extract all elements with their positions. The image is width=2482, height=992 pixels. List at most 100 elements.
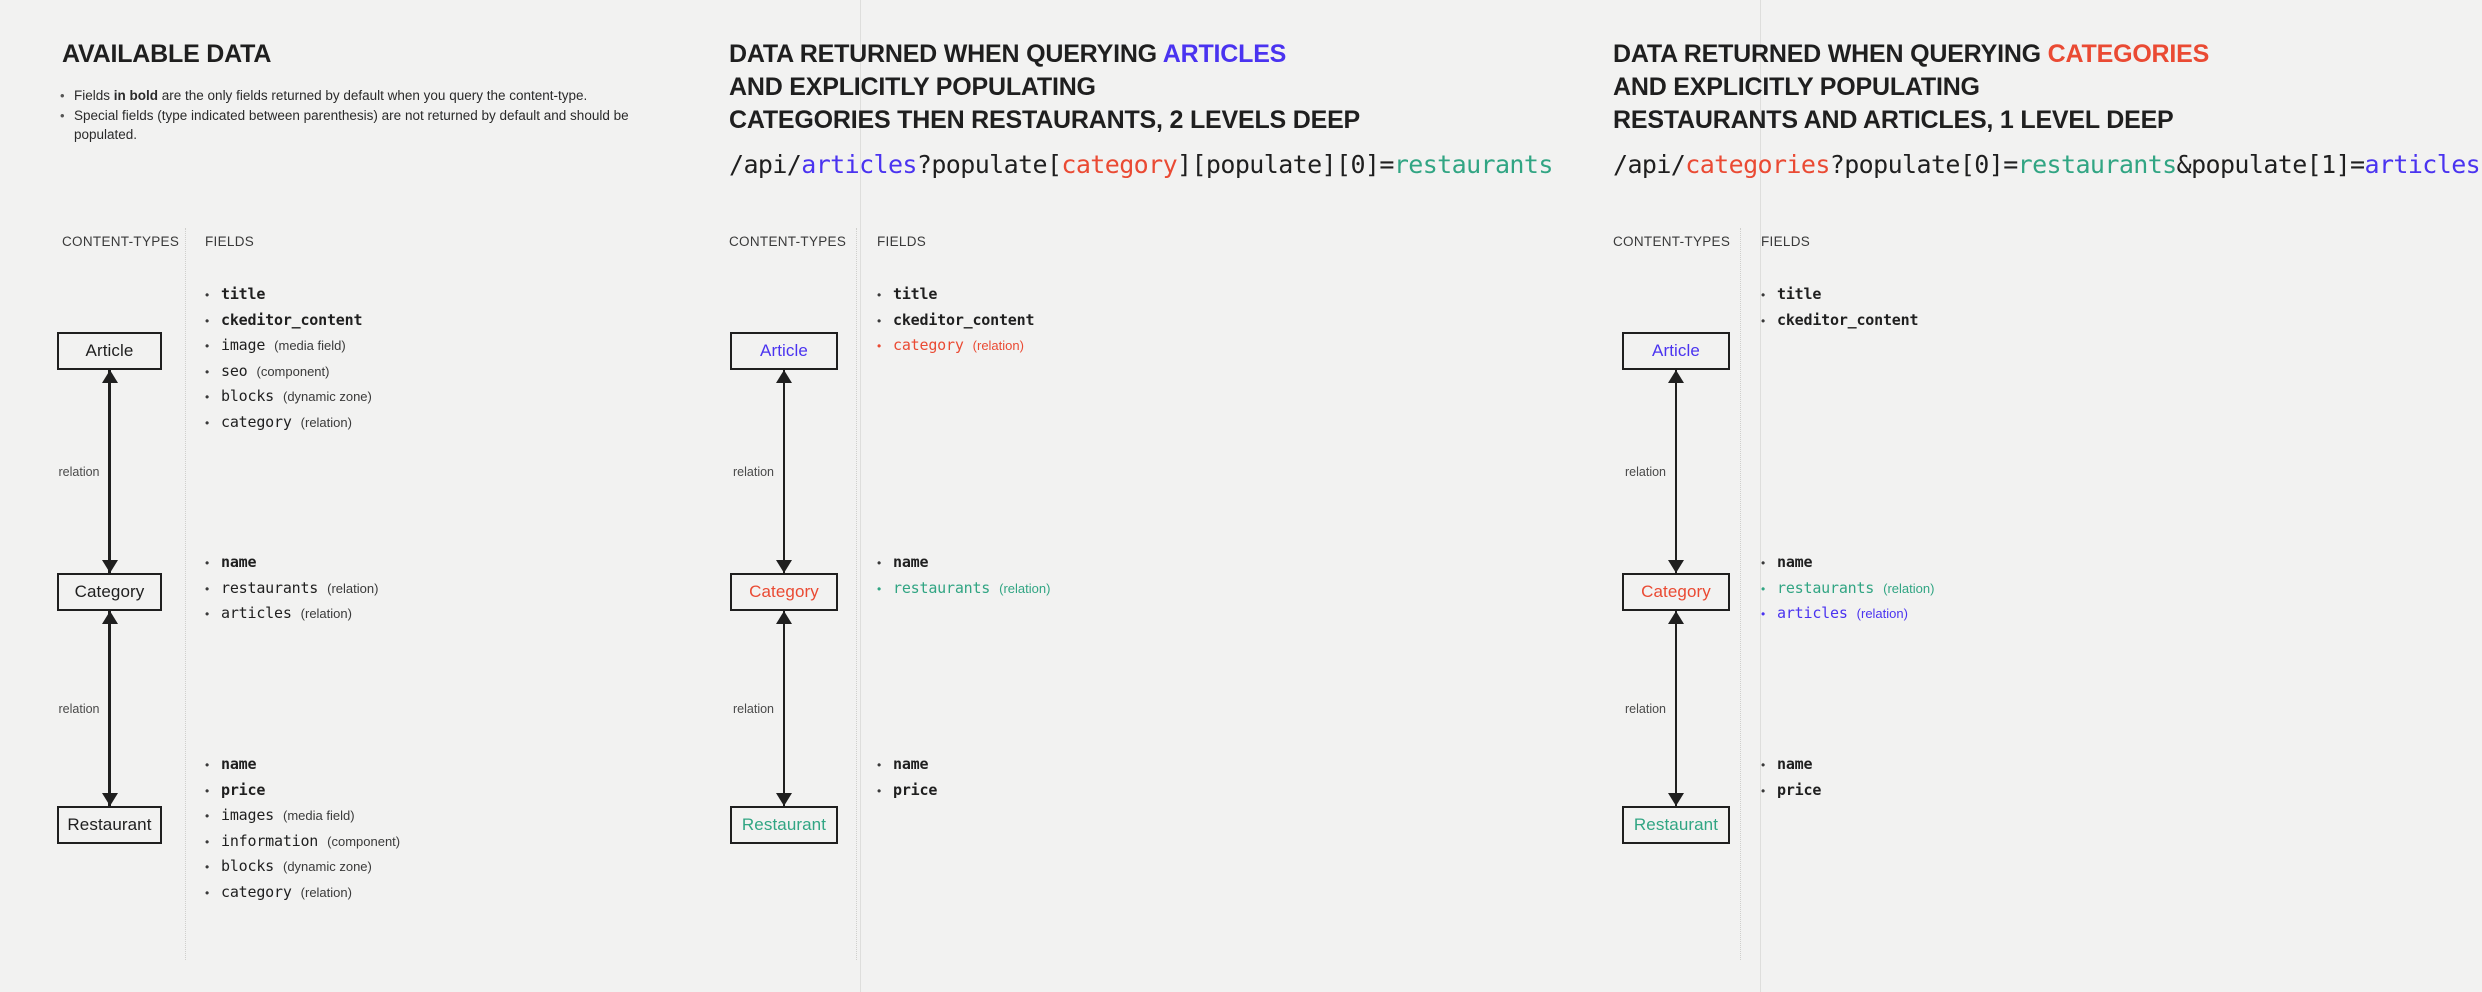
content-type-box-category[interactable]: Category bbox=[57, 573, 162, 611]
field-name: title bbox=[893, 285, 938, 303]
field-row: • price bbox=[877, 781, 937, 807]
field-name: category bbox=[893, 336, 964, 354]
arrow-shaft bbox=[782, 611, 786, 806]
field-row: •category(relation) bbox=[877, 336, 1034, 362]
content-type-box-article[interactable]: Article bbox=[57, 332, 162, 370]
field-type: (component) bbox=[327, 833, 401, 849]
bullet-icon: • bbox=[877, 783, 882, 798]
relation-arrow-1 bbox=[1656, 611, 1696, 806]
bullet-icon: • bbox=[877, 313, 882, 328]
bullet-icon: • bbox=[1761, 581, 1766, 596]
content-type-box-category[interactable]: Category bbox=[730, 573, 838, 611]
panel-query-categories bbox=[1760, 0, 2482, 992]
field-type: (component) bbox=[256, 363, 330, 379]
field-group-1: •name•restaurants(relation)•articles(rel… bbox=[1761, 553, 1934, 630]
field-group-1: •name•restaurants(relation) bbox=[877, 553, 1050, 604]
field-row: •seo(component) bbox=[205, 362, 372, 388]
field-name: price bbox=[893, 780, 938, 799]
api-url-segment: restaurants bbox=[1393, 150, 1554, 179]
field-row: •information(component) bbox=[205, 832, 400, 858]
arrow-shaft bbox=[782, 370, 786, 573]
field-name: price bbox=[1777, 780, 1822, 799]
content-type-box-article[interactable]: Article bbox=[730, 332, 838, 370]
field-name: name bbox=[1777, 755, 1813, 773]
field-name: title bbox=[221, 285, 266, 303]
field-row: • title bbox=[205, 285, 372, 311]
field-row: •restaurants(relation) bbox=[1761, 579, 1934, 605]
bullet-icon: • bbox=[1761, 758, 1766, 772]
api-url-2: /api/categories?populate[0]=restaurants&… bbox=[1613, 150, 2481, 179]
bullet-icon: • bbox=[205, 860, 210, 874]
relation-arrow-1 bbox=[90, 611, 130, 806]
field-name: restaurants bbox=[221, 578, 319, 597]
relation-arrow-label: relation bbox=[1625, 464, 1666, 479]
field-name: seo bbox=[221, 361, 248, 380]
api-url-segment: categories bbox=[1685, 150, 1830, 179]
fields-column-divider bbox=[856, 228, 858, 960]
field-group-0: •title•ckeditor_content bbox=[1761, 285, 1918, 336]
field-type: (dynamic zone) bbox=[283, 859, 372, 874]
api-url-segment: /api/ bbox=[729, 150, 802, 179]
field-type: (media field) bbox=[274, 338, 346, 353]
field-group-2: •name•price bbox=[1761, 755, 1821, 806]
arrow-head-down-icon bbox=[776, 793, 792, 806]
field-type: (relation) bbox=[300, 606, 352, 621]
field-row: •title bbox=[877, 285, 1034, 311]
relation-arrow-label: relation bbox=[1625, 701, 1666, 716]
fields-column-divider bbox=[1740, 228, 1742, 960]
field-name: ckeditor_content bbox=[1777, 310, 1919, 329]
fields-column-divider bbox=[185, 228, 187, 960]
field-row: •category(relation) bbox=[205, 883, 400, 909]
arrow-head-up-icon bbox=[101, 611, 118, 624]
field-type: (relation) bbox=[1856, 606, 1908, 621]
content-type-box-restaurant[interactable]: Restaurant bbox=[57, 806, 162, 844]
field-name: category bbox=[221, 882, 292, 901]
panel-title-line: DATA RETURNED WHEN QUERYING ARTICLES bbox=[729, 40, 1287, 68]
bullet-icon: • bbox=[205, 885, 210, 900]
field-row: •images(media field) bbox=[205, 806, 400, 832]
bullet-icon: • bbox=[60, 88, 65, 103]
content-type-box-article[interactable]: Article bbox=[1622, 332, 1730, 370]
field-row: •ckeditor_content bbox=[877, 311, 1034, 337]
bullet-icon: • bbox=[1761, 607, 1766, 621]
field-row: •image(media field) bbox=[205, 336, 372, 362]
bullet-icon: • bbox=[1761, 556, 1766, 570]
content-type-label: Article bbox=[1652, 341, 1700, 360]
field-row: •restaurants(relation) bbox=[877, 579, 1050, 605]
field-type: (media field) bbox=[283, 808, 355, 823]
bullet-icon: • bbox=[205, 783, 210, 798]
api-url-segment: ?populate[0]= bbox=[1829, 150, 2018, 179]
panel-title-line: DATA RETURNED WHEN QUERYING CATEGORIES bbox=[1613, 40, 2210, 68]
field-row: •restaurants(relation) bbox=[205, 579, 378, 605]
content-type-box-category[interactable]: Category bbox=[1622, 573, 1730, 611]
column-header-content-types: CONTENT-TYPES bbox=[729, 234, 847, 249]
relation-arrow-1 bbox=[764, 611, 804, 806]
arrow-head-up-icon bbox=[101, 370, 118, 383]
field-name: name bbox=[221, 755, 257, 773]
field-row: •title bbox=[1761, 285, 1918, 311]
relation-arrow-label: relation bbox=[58, 701, 100, 716]
content-type-label: Restaurant bbox=[741, 815, 827, 834]
bullet-icon: • bbox=[205, 809, 210, 823]
field-type: (relation) bbox=[300, 414, 352, 430]
field-group-0: •title•ckeditor_content•category(relatio… bbox=[877, 285, 1034, 362]
relation-arrow-label: relation bbox=[733, 464, 774, 479]
bullet-icon: • bbox=[205, 339, 210, 353]
content-type-box-restaurant[interactable]: Restaurant bbox=[1622, 806, 1730, 844]
arrow-head-down-icon bbox=[776, 560, 792, 573]
content-type-box-restaurant[interactable]: Restaurant bbox=[730, 806, 838, 844]
field-name: name bbox=[893, 755, 929, 773]
bullet-icon: • bbox=[205, 288, 210, 302]
note-item: •Special fields (type indicated between … bbox=[60, 106, 680, 144]
api-url-segment: articles bbox=[801, 150, 917, 179]
field-name: name bbox=[221, 553, 257, 571]
title-highlight-word: CATEGORIES bbox=[2047, 40, 2210, 68]
arrow-head-up-icon bbox=[776, 611, 792, 624]
bullet-icon: • bbox=[205, 415, 210, 430]
api-url-1: /api/articles?populate[category][populat… bbox=[729, 150, 1553, 179]
relation-arrow-0 bbox=[1656, 370, 1696, 573]
arrow-shaft bbox=[108, 370, 111, 573]
bullet-icon: • bbox=[877, 339, 882, 353]
api-url-segment: &populate[1]= bbox=[2176, 150, 2365, 179]
